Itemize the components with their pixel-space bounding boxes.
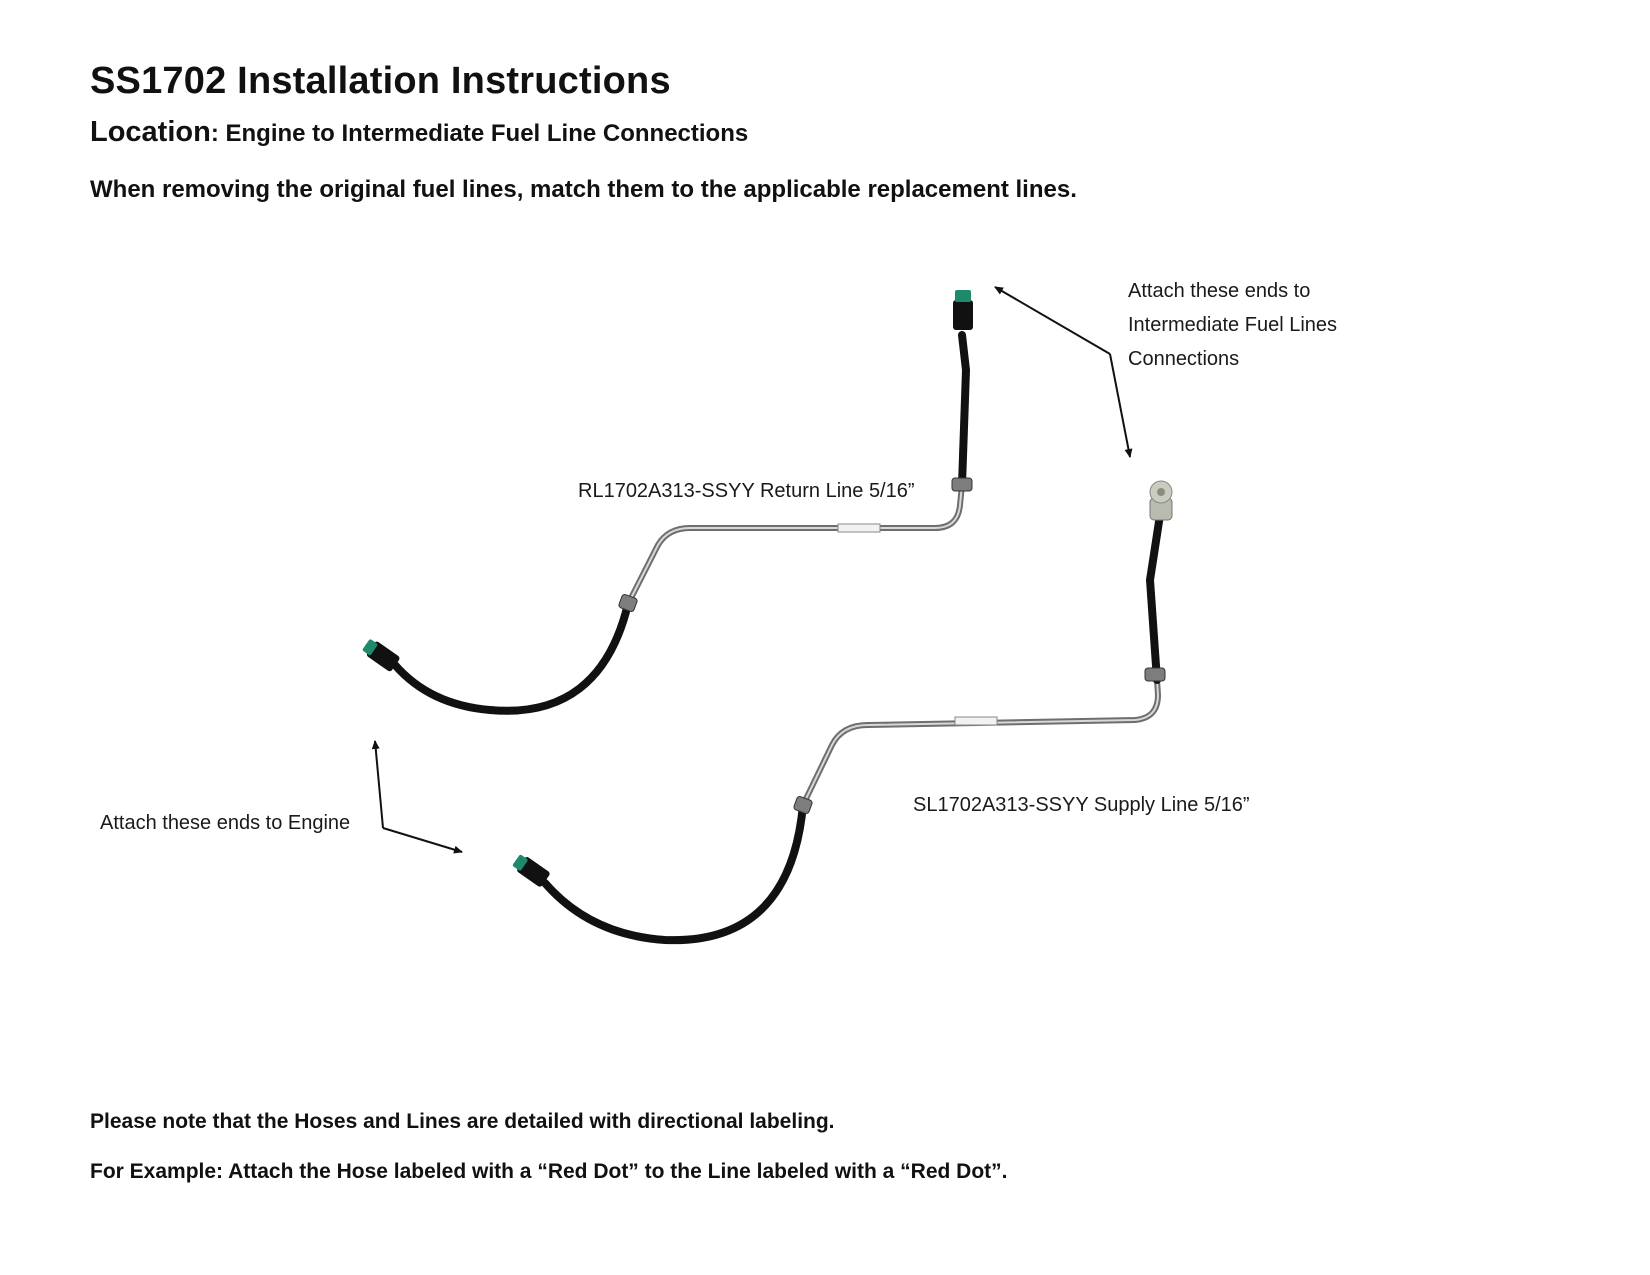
intermediate-callout-text: Attach these ends to Intermediate Fuel L… — [1128, 274, 1337, 376]
location-line: Location: Engine to Intermediate Fuel Li… — [90, 116, 748, 149]
return-hose-crimp-lower — [618, 594, 638, 612]
return-hose-crimp-upper — [951, 477, 973, 492]
supply-line-barcode-label — [954, 716, 998, 726]
directional-labeling-note: Please note that the Hoses and Lines are… — [90, 1110, 835, 1133]
return-intermediate-hose — [958, 331, 971, 489]
supply-intermediate-connector — [1149, 480, 1173, 521]
engine-callout-text: Attach these ends to Engine — [100, 812, 351, 834]
supply-engine-connector — [512, 854, 550, 887]
return-intermediate-connector — [953, 290, 973, 330]
return-line-assembly — [362, 290, 973, 715]
supply-line-assembly — [512, 480, 1173, 945]
arrow-to-return-intermediate — [994, 286, 1111, 355]
return-engine-connector — [362, 639, 400, 672]
supply-engine-hose — [541, 801, 807, 945]
page-title: SS1702 Installation Instructions — [90, 60, 671, 102]
intermediate-callout-line-2: Intermediate Fuel Lines — [1128, 314, 1338, 336]
arrow-to-return-engine — [371, 740, 384, 829]
arrow-to-supply-engine — [382, 827, 463, 854]
return-line-barcode-label — [837, 523, 881, 533]
supply-steel-line — [800, 677, 1162, 808]
intermediate-callout-line-1: Attach these ends to — [1128, 280, 1311, 302]
location-value: : Engine to Intermediate Fuel Line Conne… — [210, 120, 749, 147]
engine-callout-arrows — [371, 740, 463, 854]
supply-hose-crimp-upper — [1144, 667, 1166, 682]
supply-hose-crimp-lower — [793, 796, 813, 814]
intermediate-callout-line-3: Connections — [1128, 348, 1240, 370]
return-engine-hose — [391, 600, 632, 715]
supply-intermediate-hose — [1145, 511, 1164, 684]
intermediate-callout-arrows — [994, 286, 1133, 458]
return-line-label: RL1702A313-SSYY Return Line 5/16” — [578, 480, 915, 502]
arrow-to-supply-intermediate — [1109, 353, 1133, 458]
location-key: Location — [90, 116, 211, 148]
instruction-text: When removing the original fuel lines, m… — [90, 176, 1077, 203]
red-dot-example-note: For Example: Attach the Hose labeled wit… — [90, 1160, 1008, 1183]
supply-line-label: SL1702A313-SSYY Supply Line 5/16” — [913, 794, 1250, 816]
